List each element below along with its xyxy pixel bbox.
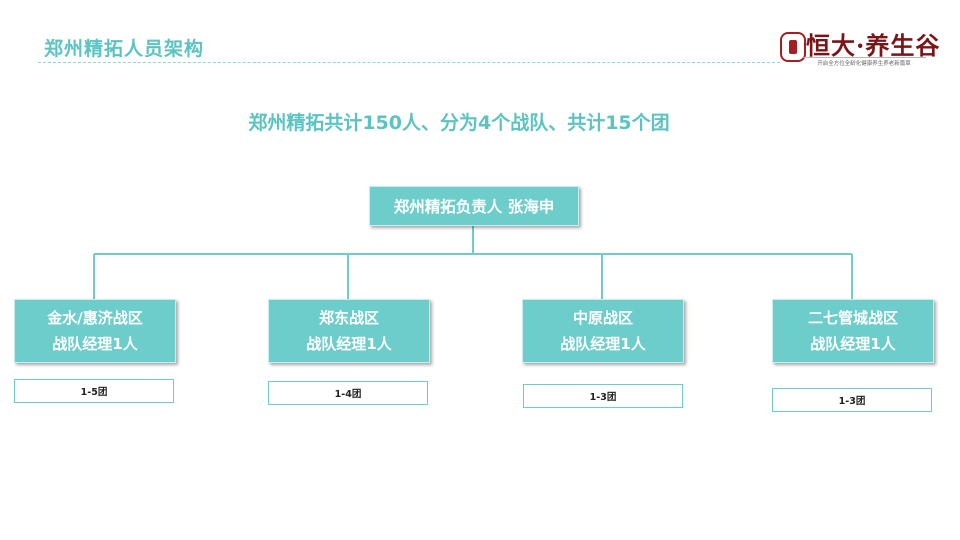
team-box-jinshui: 金水/惠济战区 战队经理1人 xyxy=(14,299,176,363)
groups-box-jinshui: 1-5团 xyxy=(14,379,174,403)
team-manager: 战队经理1人 xyxy=(560,335,646,353)
team-manager: 战队经理1人 xyxy=(52,335,138,353)
groups-box-erqi: 1-3团 xyxy=(772,388,932,412)
team-name: 郑东战区 xyxy=(318,309,379,327)
groups-box-zhengdong: 1-4团 xyxy=(268,381,428,405)
logo-tagline: 开启全方位全龄化健康养生养老新篇章 xyxy=(802,57,926,67)
groups-box-zhongyuan: 1-3团 xyxy=(523,384,683,408)
page-title: 郑州精拓人员架构 xyxy=(44,38,205,60)
header-divider xyxy=(38,62,780,63)
headline: 郑州精拓共计150人、分为4个战队、共计15个团 xyxy=(248,112,670,134)
team-box-zhengdong: 郑东战区 战队经理1人 xyxy=(268,299,430,363)
team-box-zhongyuan: 中原战区 战队经理1人 xyxy=(522,299,684,363)
team-name: 中原战区 xyxy=(572,309,633,327)
team-manager: 战队经理1人 xyxy=(810,335,896,353)
seal-mark xyxy=(789,40,797,54)
team-box-erqi: 二七管城战区 战队经理1人 xyxy=(772,299,934,363)
brand-logo: 恒大·养生谷 开启全方位全龄化健康养生养老新篇章 xyxy=(776,26,939,70)
team-name: 金水/惠济战区 xyxy=(47,309,143,327)
logo-seal-icon xyxy=(780,32,806,62)
team-name: 二七管城战区 xyxy=(807,309,898,327)
team-manager: 战队经理1人 xyxy=(306,335,392,353)
logo-name: 恒大·养生谷 xyxy=(806,31,941,60)
org-head-box: 郑州精拓负责人 张海申 xyxy=(369,186,579,226)
